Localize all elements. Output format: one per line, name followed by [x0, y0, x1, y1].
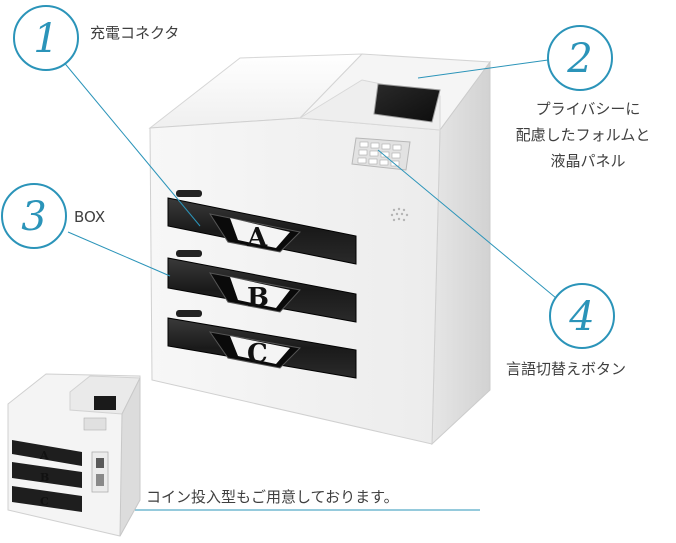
callout-1-label: 充電コネクタ: [90, 20, 179, 46]
mini-drawer-c: C: [12, 486, 82, 512]
coin-slot: [96, 458, 104, 468]
leader-line-1: [61, 59, 201, 227]
mini-lcd: [94, 396, 116, 410]
coin-return: [96, 474, 104, 486]
leader-line-3: [67, 231, 171, 277]
mini-drawer-b: B: [12, 462, 82, 488]
mini-drawer-letter: C: [40, 495, 49, 508]
mini-keypad: [83, 417, 107, 431]
drawer-c[interactable]: C: [167, 310, 357, 379]
callout-1-circle: 1: [13, 5, 79, 71]
coin-type-unit: A B C: [7, 373, 141, 537]
label-line: 液晶パネル: [550, 152, 626, 170]
drawer-letter: B: [247, 283, 269, 313]
keypad-key: [369, 150, 379, 157]
keypad-key: [392, 144, 402, 151]
leader-line-2: [417, 59, 549, 79]
label-line: 配慮したフォルムと: [515, 126, 651, 144]
keypad-key: [357, 157, 367, 164]
callout-number: 3: [21, 194, 46, 240]
mini-drawer-a: A: [12, 440, 82, 466]
drawer-a[interactable]: A: [167, 190, 357, 265]
in-use-tag: [176, 190, 202, 197]
callout-number: 4: [568, 294, 594, 340]
keypad-key: [379, 159, 389, 166]
mini-drawer-letter: A: [39, 449, 49, 462]
callout-4-circle: 4: [549, 283, 615, 349]
drawer-letter: A: [246, 223, 268, 253]
keypad-key: [370, 142, 380, 149]
in-use-tag: [176, 310, 202, 317]
cabinet-front: [149, 117, 441, 445]
keypad-key: [380, 151, 390, 158]
keypad-key: [391, 152, 401, 159]
main-cabinet: [148, 53, 491, 446]
keypad-key: [359, 141, 369, 148]
label-line: 充電コネクタ: [90, 24, 180, 42]
keypad: [351, 137, 411, 171]
callout-3-circle: 3: [1, 183, 67, 249]
label-line: 言語切替えボタン: [506, 360, 627, 378]
mini-drawer-letter: B: [40, 471, 49, 484]
keypad-key: [368, 158, 378, 165]
leader-lines: [61, 59, 557, 511]
label-line: BOX: [74, 208, 106, 226]
callout-2-circle: 2: [547, 25, 613, 91]
drawer-letter: C: [247, 339, 268, 369]
callout-number: 2: [566, 36, 592, 82]
callout-number: 1: [33, 16, 58, 62]
drawer-b[interactable]: B: [167, 250, 357, 323]
callout-2-label: プライバシーに 配慮したフォルムと 液晶パネル: [516, 96, 652, 174]
label-line: プライバシーに: [535, 100, 641, 118]
callout-3-label: BOX: [74, 204, 105, 230]
lcd-screen: [373, 83, 441, 123]
in-use-tag: [176, 250, 202, 257]
keypad-key: [381, 143, 391, 150]
speaker-grille: [390, 207, 409, 222]
leader-line-4: [377, 149, 557, 299]
keypad-key: [358, 149, 368, 156]
coin-type-caption: コイン投入型もご用意しております。: [146, 488, 399, 506]
callout-4-label: 言語切替えボタン: [506, 356, 626, 382]
